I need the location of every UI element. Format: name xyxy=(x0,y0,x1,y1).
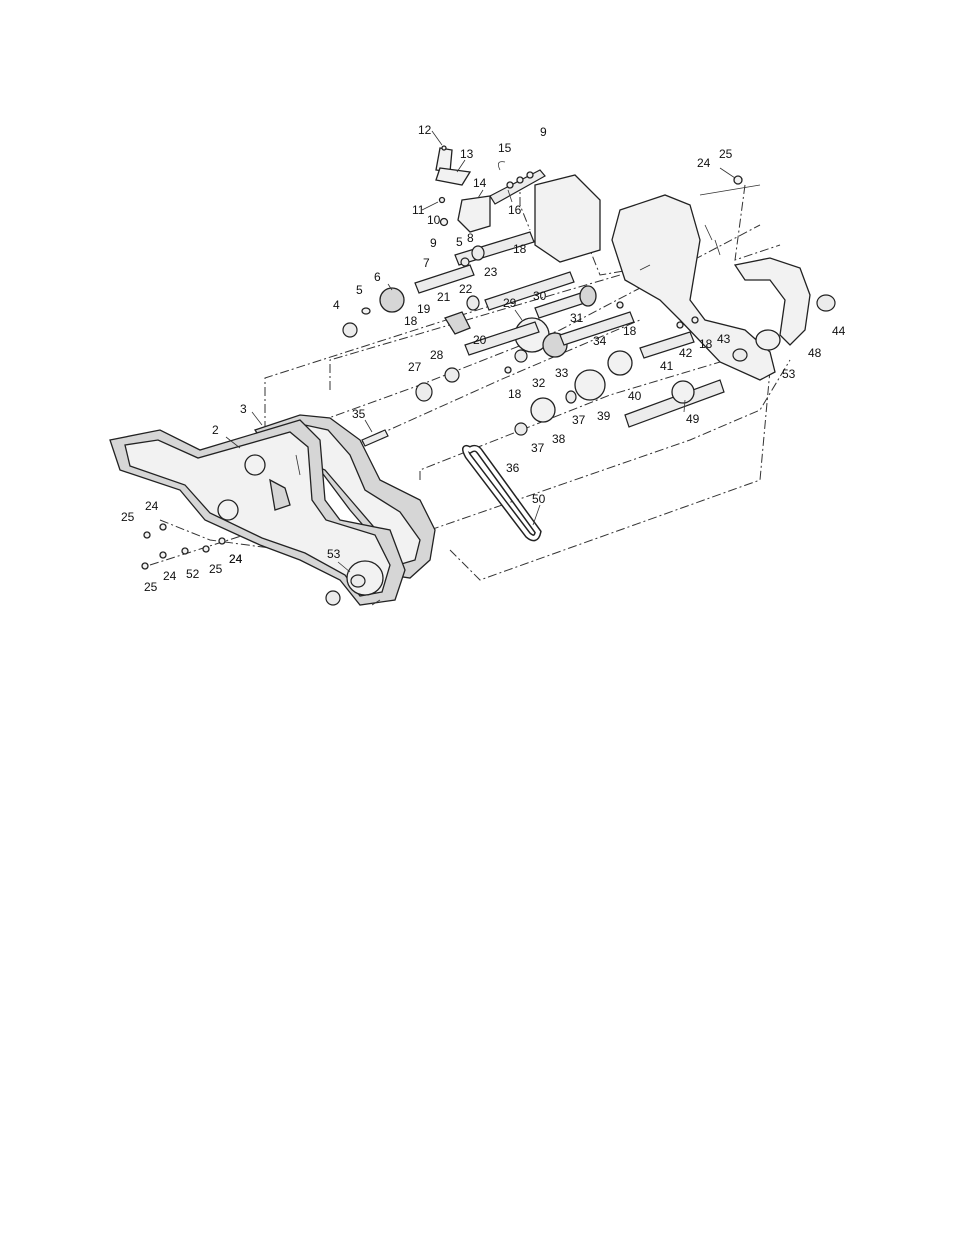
callout-6: 6 xyxy=(374,270,381,284)
callout-9-top: 9 xyxy=(540,125,547,139)
callout-44: 44 xyxy=(832,324,846,338)
callout-39: 39 xyxy=(597,409,611,423)
callout-18-a: 18 xyxy=(513,242,527,256)
callout-10: 10 xyxy=(427,213,441,227)
callout-12: 12 xyxy=(418,123,432,137)
callout-7: 7 xyxy=(423,256,430,270)
callout-27: 27 xyxy=(408,360,422,374)
callout-25-top: 25 xyxy=(719,147,733,161)
callout-5-upper: 5 xyxy=(456,235,463,249)
callout-18-b: 18 xyxy=(623,324,637,338)
callout-22: 22 xyxy=(459,282,473,296)
callout-25-a: 25 xyxy=(121,510,135,524)
callout-14: 14 xyxy=(473,176,487,190)
callout-16: 16 xyxy=(508,203,522,217)
callout-2: 2 xyxy=(212,423,219,437)
callout-15: 15 xyxy=(498,141,512,155)
callout-9: 9 xyxy=(430,236,437,250)
callout-42: 42 xyxy=(679,346,693,360)
drive-chain xyxy=(465,448,538,537)
callout-25-b: 25 xyxy=(209,562,223,576)
callout-53-left: 53 xyxy=(327,547,341,561)
callout-38: 38 xyxy=(552,432,566,446)
callout-32: 32 xyxy=(532,376,546,390)
callout-20: 20 xyxy=(473,333,487,347)
callout-40: 40 xyxy=(628,389,642,403)
callout-21: 21 xyxy=(437,290,451,304)
callout-50: 50 xyxy=(532,492,546,506)
callout-43: 43 xyxy=(717,332,731,346)
callout-49: 49 xyxy=(686,412,700,426)
callout-4: 4 xyxy=(333,298,340,312)
callout-24-d: 24 xyxy=(229,552,243,566)
callout-28: 28 xyxy=(430,348,444,362)
callout-34: 34 xyxy=(593,334,607,348)
callout-8: 8 xyxy=(467,231,474,245)
callout-35: 35 xyxy=(352,407,366,421)
callout-53-right: 53 xyxy=(782,367,796,381)
callout-3: 3 xyxy=(240,402,247,416)
callout-33: 33 xyxy=(555,366,569,380)
callout-18-e: 18 xyxy=(508,387,522,401)
callout-37-a: 37 xyxy=(572,413,586,427)
callout-24-top: 24 xyxy=(697,156,711,170)
callout-24-a: 24 xyxy=(145,499,159,513)
callout-36: 36 xyxy=(506,461,520,475)
callout-31: 31 xyxy=(570,311,584,325)
callout-18-d: 18 xyxy=(699,337,713,351)
callout-13: 13 xyxy=(460,147,474,161)
callout-19: 19 xyxy=(417,302,431,316)
callout-23: 23 xyxy=(484,265,498,279)
callout-52: 52 xyxy=(186,567,200,581)
callout-41: 41 xyxy=(660,359,674,373)
callout-5-lower: 5 xyxy=(356,283,363,297)
callout-24-c: 24 xyxy=(163,569,177,583)
callout-29: 29 xyxy=(503,296,517,310)
callout-30: 30 xyxy=(533,289,547,303)
callout-48: 48 xyxy=(808,346,822,360)
callout-25-c: 25 xyxy=(144,580,158,594)
callout-37-b: 37 xyxy=(531,441,545,455)
callout-18-c: 18 xyxy=(404,314,418,328)
